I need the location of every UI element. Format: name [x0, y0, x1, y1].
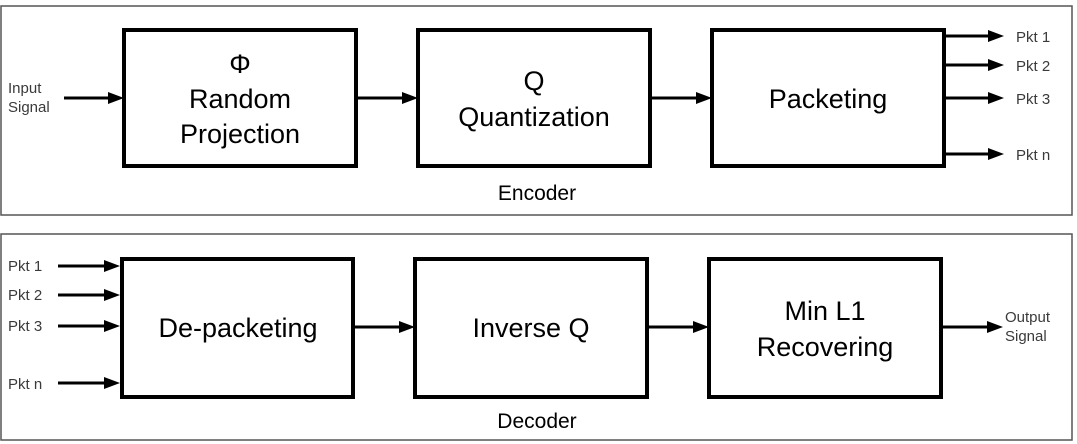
- quantization-label: Quantization: [458, 102, 610, 132]
- random-projection-line1: Random: [189, 84, 291, 114]
- encoder-caption: Encoder: [498, 182, 576, 205]
- decoder-caption: Decoder: [497, 410, 576, 433]
- output-pkt-1-arrowhead: [988, 30, 1004, 42]
- input-signal-label-line2: Signal: [8, 99, 50, 116]
- random-projection-line2: Projection: [180, 119, 300, 149]
- input-pkt-1-arrowhead: [104, 260, 120, 272]
- input-pkt-3-label: Pkt 3: [8, 318, 42, 335]
- input-pkt-1-label: Pkt 1: [8, 258, 42, 275]
- input-pkt-3-arrowhead: [104, 320, 120, 332]
- quantization-symbol: Q: [523, 66, 544, 96]
- inverse-q-label: Inverse Q: [472, 313, 589, 343]
- quantization-to-packeting-arrowhead: [696, 92, 712, 104]
- inverse-q-block: [413, 257, 649, 399]
- input-pkt-2-arrowhead: [104, 289, 120, 301]
- output-pkt-2-arrowhead: [988, 59, 1004, 71]
- random-projection-block: [122, 28, 358, 168]
- depacketing-block: [120, 257, 355, 399]
- packeting-label: Packeting: [769, 84, 888, 114]
- input-pkt-n-arrowhead: [104, 377, 120, 389]
- input-pkt-2-label: Pkt 2: [8, 287, 42, 304]
- output-pkt-3-arrowhead: [988, 92, 1004, 104]
- depacketing-to-inverseq-arrowhead: [399, 321, 415, 333]
- depacketing-label: De-packeting: [158, 313, 317, 343]
- output-signal-arrowhead: [987, 321, 1003, 333]
- projection-to-quantization-arrowhead: [402, 92, 418, 104]
- min-l1-recovering-line2: Recovering: [757, 332, 894, 362]
- output-signal-label-line2: Signal: [1005, 328, 1047, 345]
- output-signal-label-line1: Output: [1005, 309, 1051, 326]
- input-signal-arrowhead: [108, 92, 124, 104]
- output-pkt-2-label: Pkt 2: [1016, 58, 1050, 75]
- min-l1-recovering-block: [707, 257, 943, 399]
- input-pkt-n-label: Pkt n: [8, 376, 42, 393]
- min-l1-recovering-line1: Min L1: [784, 296, 865, 326]
- input-signal-label-line1: Input: [8, 80, 42, 97]
- quantization-block: [416, 28, 652, 168]
- inverseq-to-recovering-arrowhead: [693, 321, 709, 333]
- output-pkt-n-arrowhead: [988, 148, 1004, 160]
- output-pkt-n-label: Pkt n: [1016, 147, 1050, 164]
- output-pkt-1-label: Pkt 1: [1016, 29, 1050, 46]
- packeting-block: [710, 28, 946, 168]
- random-projection-symbol: Φ: [229, 49, 251, 79]
- output-pkt-3-label: Pkt 3: [1016, 91, 1050, 108]
